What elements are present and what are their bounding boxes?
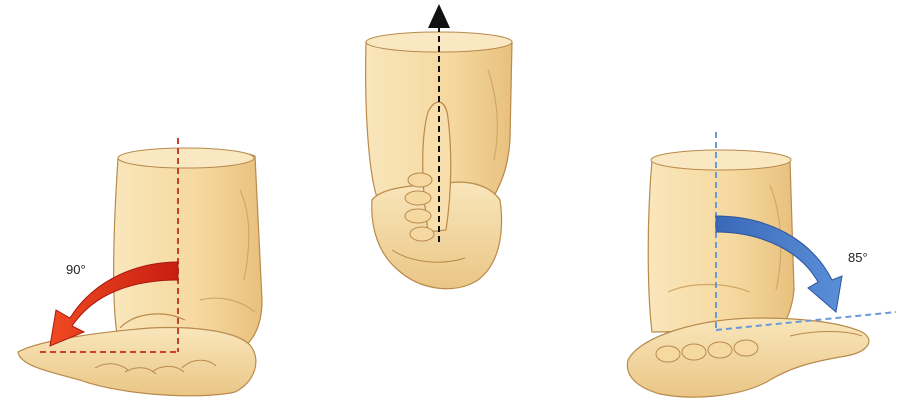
left-forearm-top	[118, 148, 254, 168]
left-forearm	[114, 149, 262, 350]
left-forearm-figure: 90°	[18, 138, 262, 396]
right-forearm-top	[651, 150, 791, 170]
center-axis-arrowhead	[428, 4, 450, 28]
left-angle-label: 90°	[66, 262, 86, 277]
right-forearm-figure: 85°	[627, 132, 896, 397]
right-angle-label: 85°	[848, 250, 868, 265]
center-forearm-figure	[366, 4, 512, 289]
